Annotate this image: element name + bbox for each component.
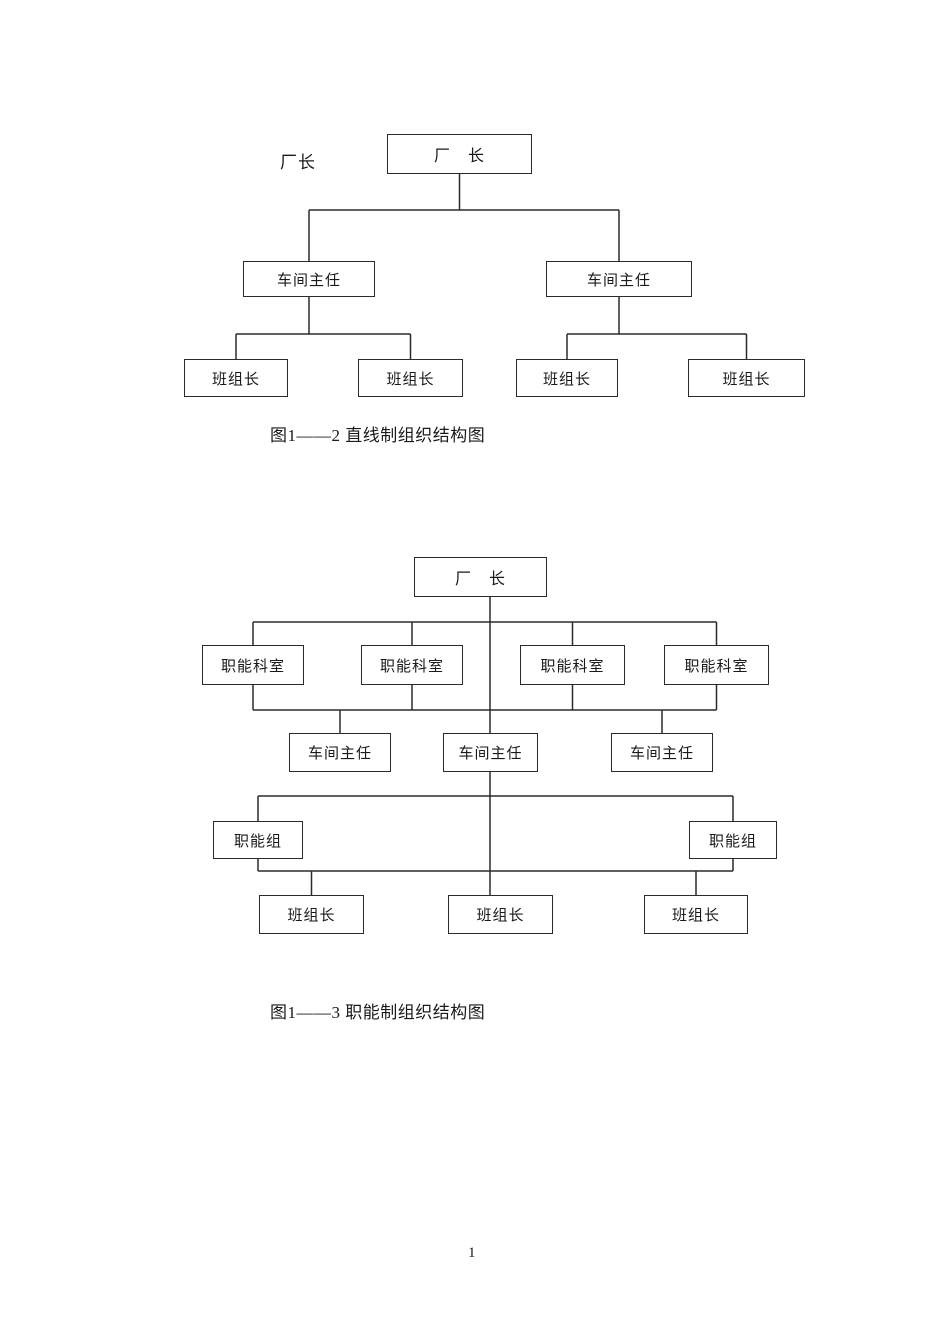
d1-team-leader-box-4: 班组长 <box>688 359 805 397</box>
d2-workshop-director-box-3: 车间主任 <box>611 733 713 772</box>
d1-workshop-director-box-1: 车间主任 <box>243 261 375 297</box>
d2-functional-office-box-3: 职能科室 <box>520 645 625 685</box>
d1-team-leader-box-3: 班组长 <box>516 359 618 397</box>
page-number: 1 <box>468 1245 476 1261</box>
d2-factory-director-box: 厂 长 <box>414 557 547 597</box>
d2-functional-group-box-2: 职能组 <box>689 821 777 859</box>
d2-functional-office-box-1: 职能科室 <box>202 645 304 685</box>
d1-team-leader-box-2: 班组长 <box>358 359 463 397</box>
d2-functional-office-box-2: 职能科室 <box>361 645 463 685</box>
figure-1-2-caption: 图1——2 直线制组织结构图 <box>270 426 486 445</box>
factory-director-floating-label: 厂长 <box>280 153 316 172</box>
d2-workshop-director-box-1: 车间主任 <box>289 733 391 772</box>
d2-functional-office-box-4: 职能科室 <box>664 645 769 685</box>
d1-team-leader-box-1: 班组长 <box>184 359 288 397</box>
d2-team-leader-box-3: 班组长 <box>644 895 748 934</box>
d2-team-leader-box-1: 班组长 <box>259 895 364 934</box>
d2-workshop-director-box-2: 车间主任 <box>443 733 538 772</box>
d1-workshop-director-box-2: 车间主任 <box>546 261 692 297</box>
d2-functional-group-box-1: 职能组 <box>213 821 303 859</box>
figure-1-3-caption: 图1——3 职能制组织结构图 <box>270 1003 486 1022</box>
d2-team-leader-box-2: 班组长 <box>448 895 553 934</box>
d1-factory-director-box: 厂 长 <box>387 134 532 174</box>
